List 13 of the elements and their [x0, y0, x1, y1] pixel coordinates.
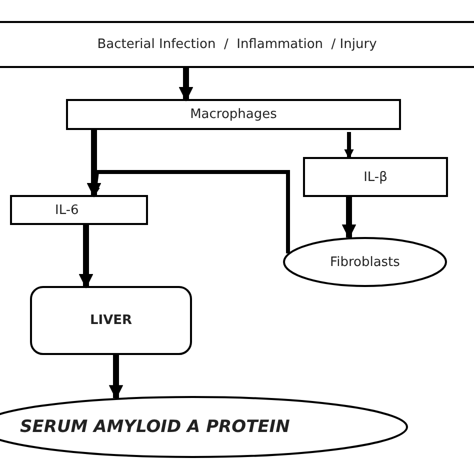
arrow [86, 129, 102, 198]
node-label: LIVER [90, 313, 132, 328]
arrow [342, 196, 356, 239]
node-label: IL-β [364, 170, 388, 184]
heading-text: Bacterial Infection / Inflammation / Injury [97, 37, 377, 52]
arrow [344, 132, 354, 159]
node-label: Macrophages [190, 107, 277, 122]
arrow [108, 354, 124, 400]
arrow [78, 224, 94, 288]
node-label: SERUM AMYLOID A PROTEIN [20, 417, 290, 437]
arrow [178, 67, 194, 102]
node-label: IL-6 [55, 202, 79, 218]
node-label: Fibroblasts [330, 254, 400, 270]
